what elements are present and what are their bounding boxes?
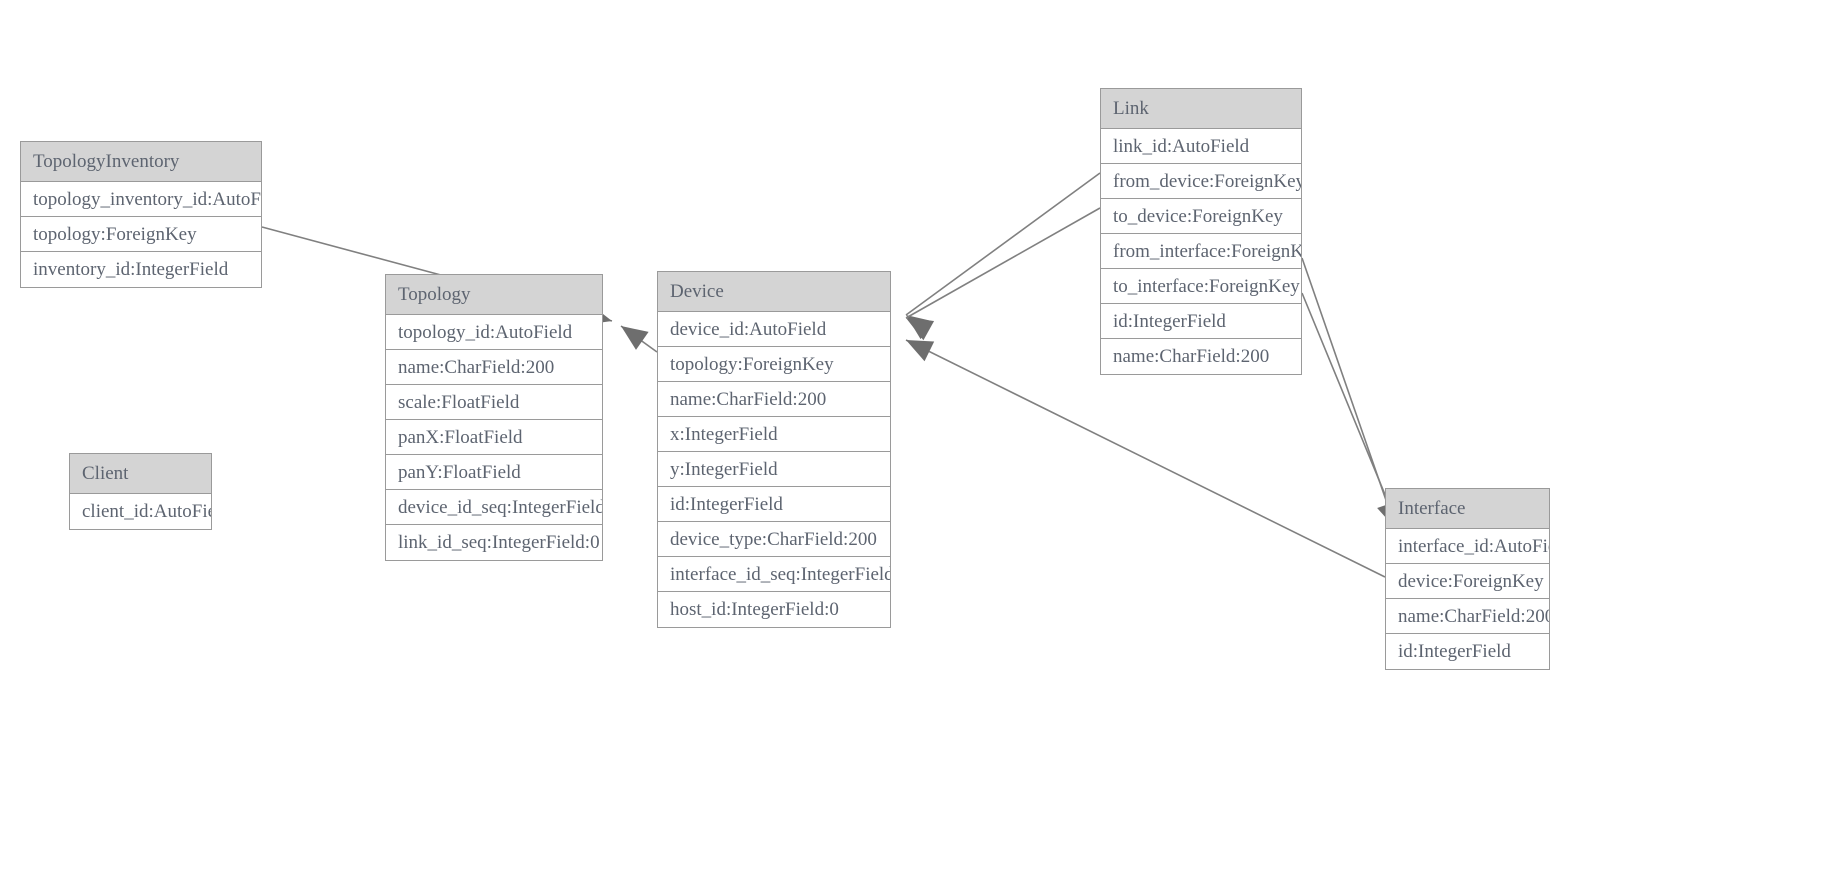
entity-field: to_interface:ForeignKey [1101,269,1301,304]
rel-link-to-device [905,207,1101,341]
entity-field: id:IntegerField [658,487,890,522]
entity-field: client_id:AutoField [82,501,211,522]
entity-field: host_id:IntegerField:0 [670,599,839,620]
entity-field: topology:ForeignKey [21,217,261,252]
entity-field: link_id_seq:IntegerField:0 [398,532,600,553]
entity-field: x:IntegerField [658,417,890,452]
entity-field: link_id:AutoField [1101,129,1301,164]
entity-field: name:CharField:200 [1386,599,1549,634]
entity-title-client: Client [70,454,211,494]
entity-field: id:IntegerField [1101,304,1301,339]
entity-field: device_type:CharField:200 [658,522,890,557]
entity-field: inventory_id:IntegerField [33,259,229,280]
entity-field: scale:FloatField [386,385,602,420]
relationship-arrowhead [906,340,935,362]
entity-title-link: Link [1101,89,1301,129]
relationship-line [905,172,1101,316]
entity-client[interactable]: Client client_id:AutoField [69,453,212,530]
entity-title-interface: Interface [1386,489,1549,529]
entity-field: name:CharField:200 [1113,346,1270,367]
entity-field: name:CharField:200 [386,350,602,385]
entity-field: interface_id_seq:IntegerField:0 [658,557,890,592]
entity-field: name:CharField:200 [658,382,890,417]
relationship-arrowhead [621,326,649,350]
entity-field: from_device:ForeignKey [1101,164,1301,199]
entity-field: panX:FloatField [386,420,602,455]
relationship-line [1301,257,1397,530]
rel-link-from-device [905,172,1101,340]
entity-interface[interactable]: Interfaceinterface_id:AutoFielddevice:Fo… [1385,488,1550,670]
entity-field: panY:FloatField [386,455,602,490]
rel-device-topology [620,325,658,353]
entity-field: device:ForeignKey [1386,564,1549,599]
entity-field: device_id_seq:IntegerField:0 [386,490,602,525]
relationship-arrowhead [906,315,934,340]
entity-field: topology_inventory_id:AutoField [21,182,261,217]
entity-field: topology:ForeignKey [658,347,890,382]
entity-title-topology_inventory: TopologyInventory [21,142,261,182]
relationship-line [620,325,658,353]
entity-title-device: Device [658,272,890,312]
entity-field: topology_id:AutoField [386,315,602,350]
relationship-line [905,339,1386,578]
entity-fields-interface: interface_id:AutoFielddevice:ForeignKeyn… [1386,529,1549,669]
entity-field: id:IntegerField [1398,641,1511,662]
entity-field: interface_id:AutoField [1386,529,1549,564]
entity-field: from_interface:ForeignKey [1101,234,1301,269]
entity-field: device_id:AutoField [658,312,890,347]
entity-field: to_device:ForeignKey [1101,199,1301,234]
entity-fields-client: client_id:AutoField [70,494,211,529]
relationship-line [905,207,1101,319]
entity-fields-topology_inventory: topology_inventory_id:AutoFieldtopology:… [21,182,261,287]
entity-field: y:IntegerField [658,452,890,487]
relationship-arrowhead [906,318,935,341]
entity-title-topology: Topology [386,275,602,315]
